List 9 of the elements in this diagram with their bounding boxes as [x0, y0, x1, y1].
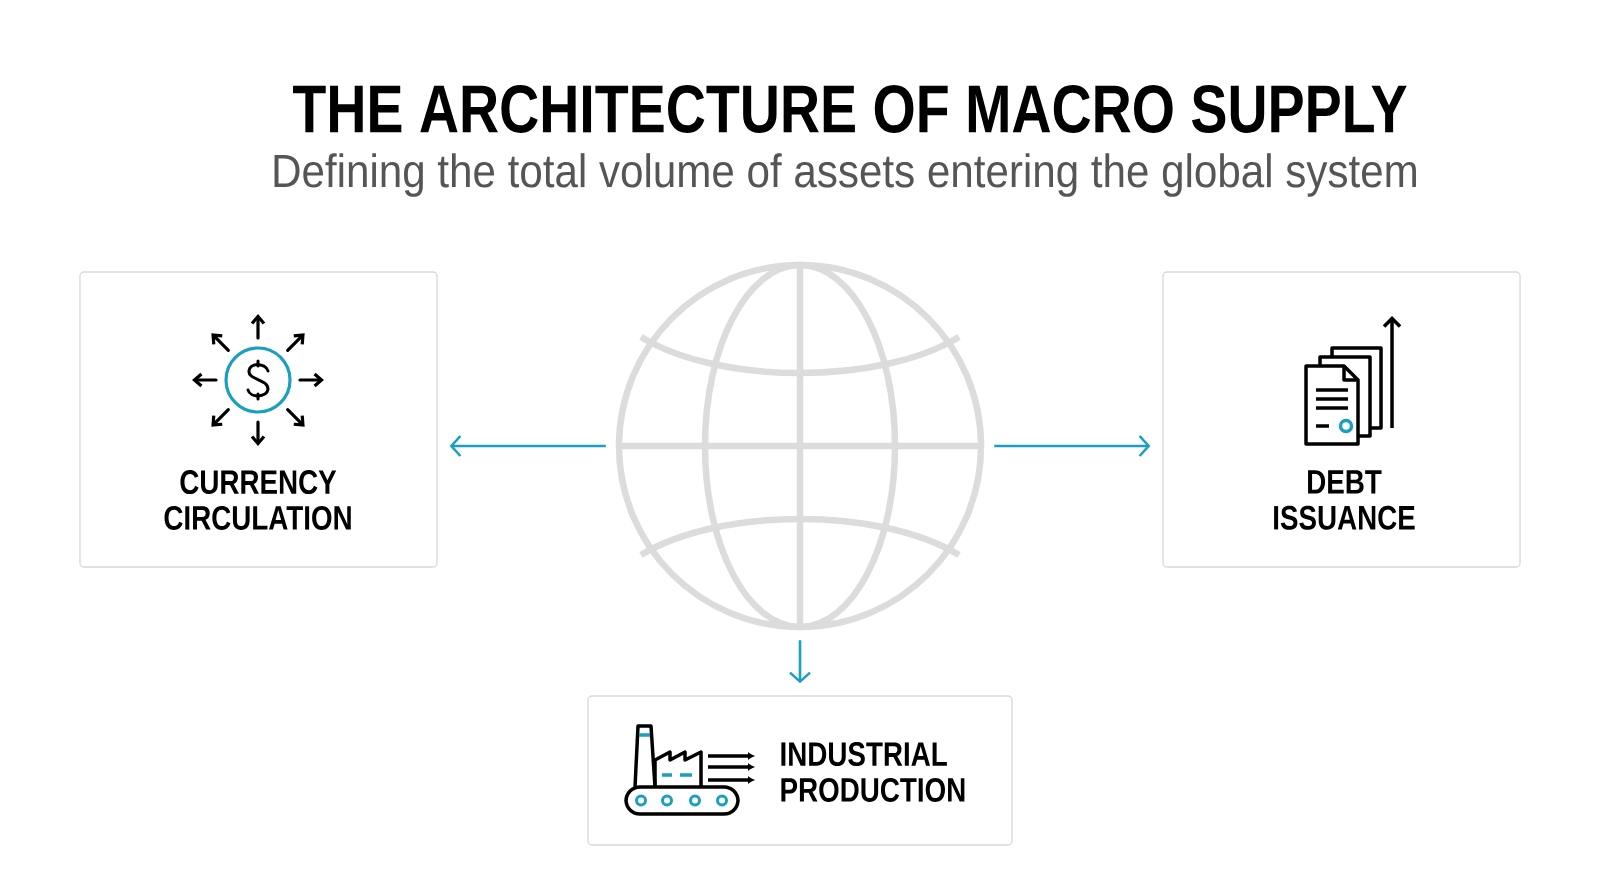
subtitle: Defining the total volume of assets entering the global system [274, 153, 1416, 197]
card: DEBT ISSUANCE [1162, 271, 1521, 568]
arrow [994, 435, 1151, 457]
arrow [449, 435, 606, 457]
globe-drawing [615, 261, 985, 631]
title: THE ARCHITECTURE OF MACRO SUPPLY [293, 85, 1407, 133]
card: INDUSTRIAL PRODUCTION [587, 695, 1013, 846]
arrow [789, 640, 811, 684]
card: CURRENCY CIRCULATION [79, 271, 438, 568]
